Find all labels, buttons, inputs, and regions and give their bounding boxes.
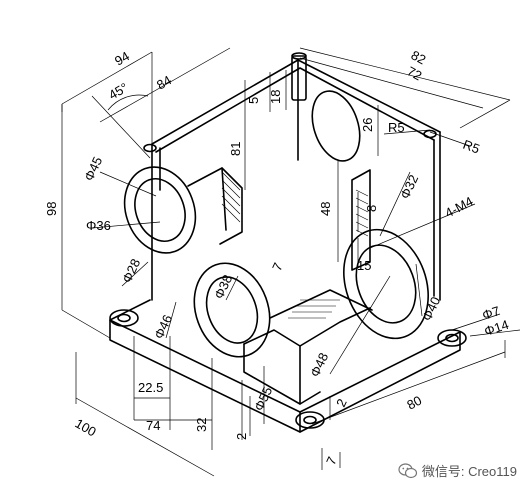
dim-48: 48	[318, 202, 333, 216]
dim-26: 26	[360, 118, 375, 132]
dim-98: 98	[44, 202, 59, 216]
dim-dia32: Φ32	[397, 172, 421, 201]
dim-22-5: 22.5	[138, 380, 163, 395]
dim-dia38: Φ38	[211, 272, 235, 301]
watermark: 微信号: Creo119	[398, 461, 517, 480]
dim-81: 81	[228, 142, 243, 156]
dim-15: 15	[357, 258, 371, 273]
watermark-text: 微信号: Creo119	[421, 464, 517, 479]
dim-7-top: 7	[269, 260, 286, 273]
dim-5: 5	[246, 97, 261, 104]
dim-dia48: Φ48	[307, 350, 331, 379]
part-outline	[109, 52, 467, 433]
dim-dia36: Φ36	[86, 218, 111, 233]
dim-8: 8	[364, 205, 379, 212]
dim-2: 2	[234, 433, 249, 440]
dim-2b: 2	[333, 396, 350, 409]
dim-72: 72	[405, 63, 425, 83]
dim-7b: 7	[323, 454, 340, 467]
dim-82: 82	[409, 47, 429, 67]
section-hatching	[221, 171, 369, 319]
dim-94: 94	[112, 48, 132, 68]
dim-45deg: 45°	[106, 80, 131, 103]
dim-80: 80	[404, 393, 424, 413]
dim-32: 32	[194, 418, 209, 432]
dim-r5a: R5	[388, 120, 405, 135]
dim-74: 74	[146, 418, 160, 433]
dim-dia14: Φ14	[482, 317, 510, 339]
dim-4-m4: 4-M4	[442, 193, 475, 220]
dim-dia45: Φ45	[81, 154, 105, 183]
dim-dia28: Φ28	[119, 256, 143, 285]
dim-100: 100	[73, 416, 99, 440]
dim-dia7: Φ7	[480, 303, 501, 323]
dim-r5b: R5	[461, 137, 482, 157]
dim-18: 18	[268, 90, 283, 104]
dim-84: 84	[154, 72, 174, 92]
wechat-icon	[398, 462, 417, 478]
